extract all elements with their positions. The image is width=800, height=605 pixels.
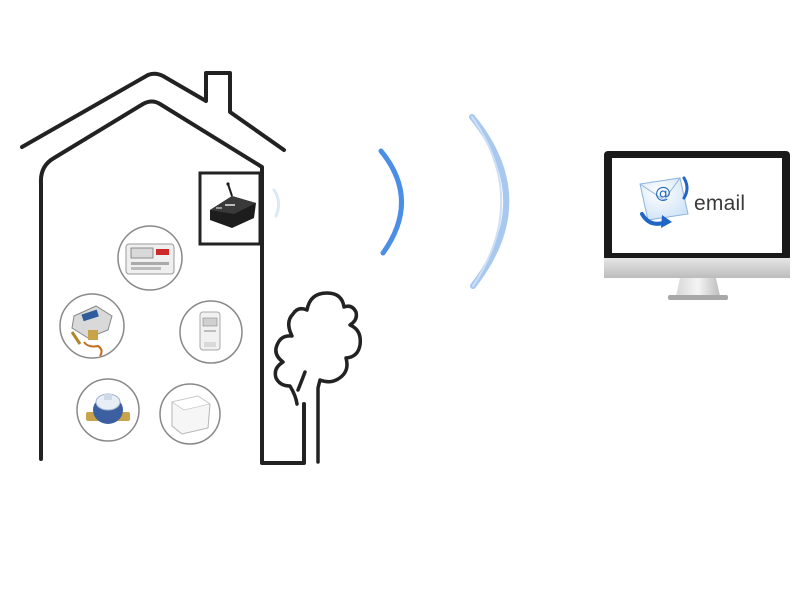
heat-meter-icon bbox=[59, 293, 125, 359]
wave-arc-inner bbox=[378, 148, 404, 256]
gateway-signal-arc bbox=[272, 188, 281, 218]
wireless-waves bbox=[378, 114, 510, 289]
email-label: email bbox=[694, 192, 746, 215]
monitor-icon bbox=[604, 151, 790, 300]
wall-sensor-icon bbox=[159, 383, 221, 445]
heat-meter-display-icon bbox=[117, 225, 183, 291]
email-at-icon: @ bbox=[639, 176, 689, 228]
water-meter-icon bbox=[76, 378, 140, 442]
wave-arc-outer bbox=[469, 114, 510, 289]
gateway-device-icon bbox=[210, 182, 256, 228]
radio-module-icon bbox=[179, 300, 243, 364]
tree-icon bbox=[273, 291, 363, 464]
svg-text:@: @ bbox=[655, 183, 671, 202]
house-outline bbox=[20, 71, 306, 465]
